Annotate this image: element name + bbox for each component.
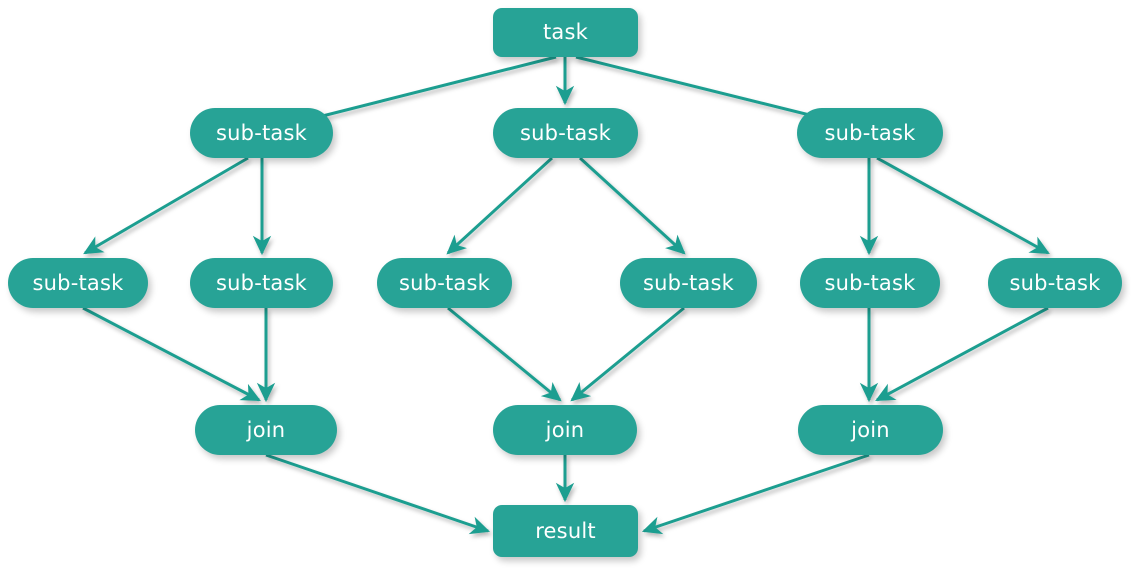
node-label: result xyxy=(535,518,596,543)
edge-s1-to-s1a xyxy=(83,156,249,255)
edge-j1-to-result xyxy=(265,453,491,535)
edge-s2-to-s2a xyxy=(446,156,554,255)
edge-s3b-to-j3 xyxy=(875,306,1049,402)
node-label: join xyxy=(545,417,585,442)
node-label: join xyxy=(851,417,890,442)
edge-s2a-to-j2 xyxy=(447,306,562,402)
node-result[interactable]: result xyxy=(493,505,638,557)
node-label: task xyxy=(542,20,588,44)
node-label: sub-task xyxy=(399,270,490,295)
node-label: sub-task xyxy=(520,120,611,145)
node-s3a[interactable]: sub-task xyxy=(800,258,940,308)
node-s2[interactable]: sub-task xyxy=(493,108,638,158)
node-s1b[interactable]: sub-task xyxy=(190,258,333,308)
node-s2b[interactable]: sub-task xyxy=(620,258,757,308)
node-s3[interactable]: sub-task xyxy=(797,108,943,158)
node-s3b[interactable]: sub-task xyxy=(988,258,1122,308)
node-j2[interactable]: join xyxy=(493,405,637,455)
node-label: sub-task xyxy=(216,270,307,295)
edge-group xyxy=(82,55,1050,535)
edge-j3-to-result xyxy=(641,453,870,535)
node-label: join xyxy=(246,417,286,442)
node-s2a[interactable]: sub-task xyxy=(377,258,512,308)
edge-s1a-to-j1 xyxy=(82,306,261,402)
node-j3[interactable]: join xyxy=(798,405,943,455)
node-label: sub-task xyxy=(824,270,916,295)
node-task[interactable]: task xyxy=(493,8,638,57)
node-j1[interactable]: join xyxy=(195,405,337,455)
node-s1[interactable]: sub-task xyxy=(190,108,333,158)
node-label: sub-task xyxy=(643,270,734,295)
node-s1a[interactable]: sub-task xyxy=(8,258,148,308)
edge-s2b-to-j2 xyxy=(570,306,685,402)
node-label: sub-task xyxy=(1009,270,1101,295)
edge-s3-to-s3b xyxy=(876,156,1050,255)
node-label: sub-task xyxy=(216,120,307,145)
edge-s2-to-s2b xyxy=(578,156,686,255)
node-label: sub-task xyxy=(32,270,124,295)
node-label: sub-task xyxy=(824,120,916,145)
